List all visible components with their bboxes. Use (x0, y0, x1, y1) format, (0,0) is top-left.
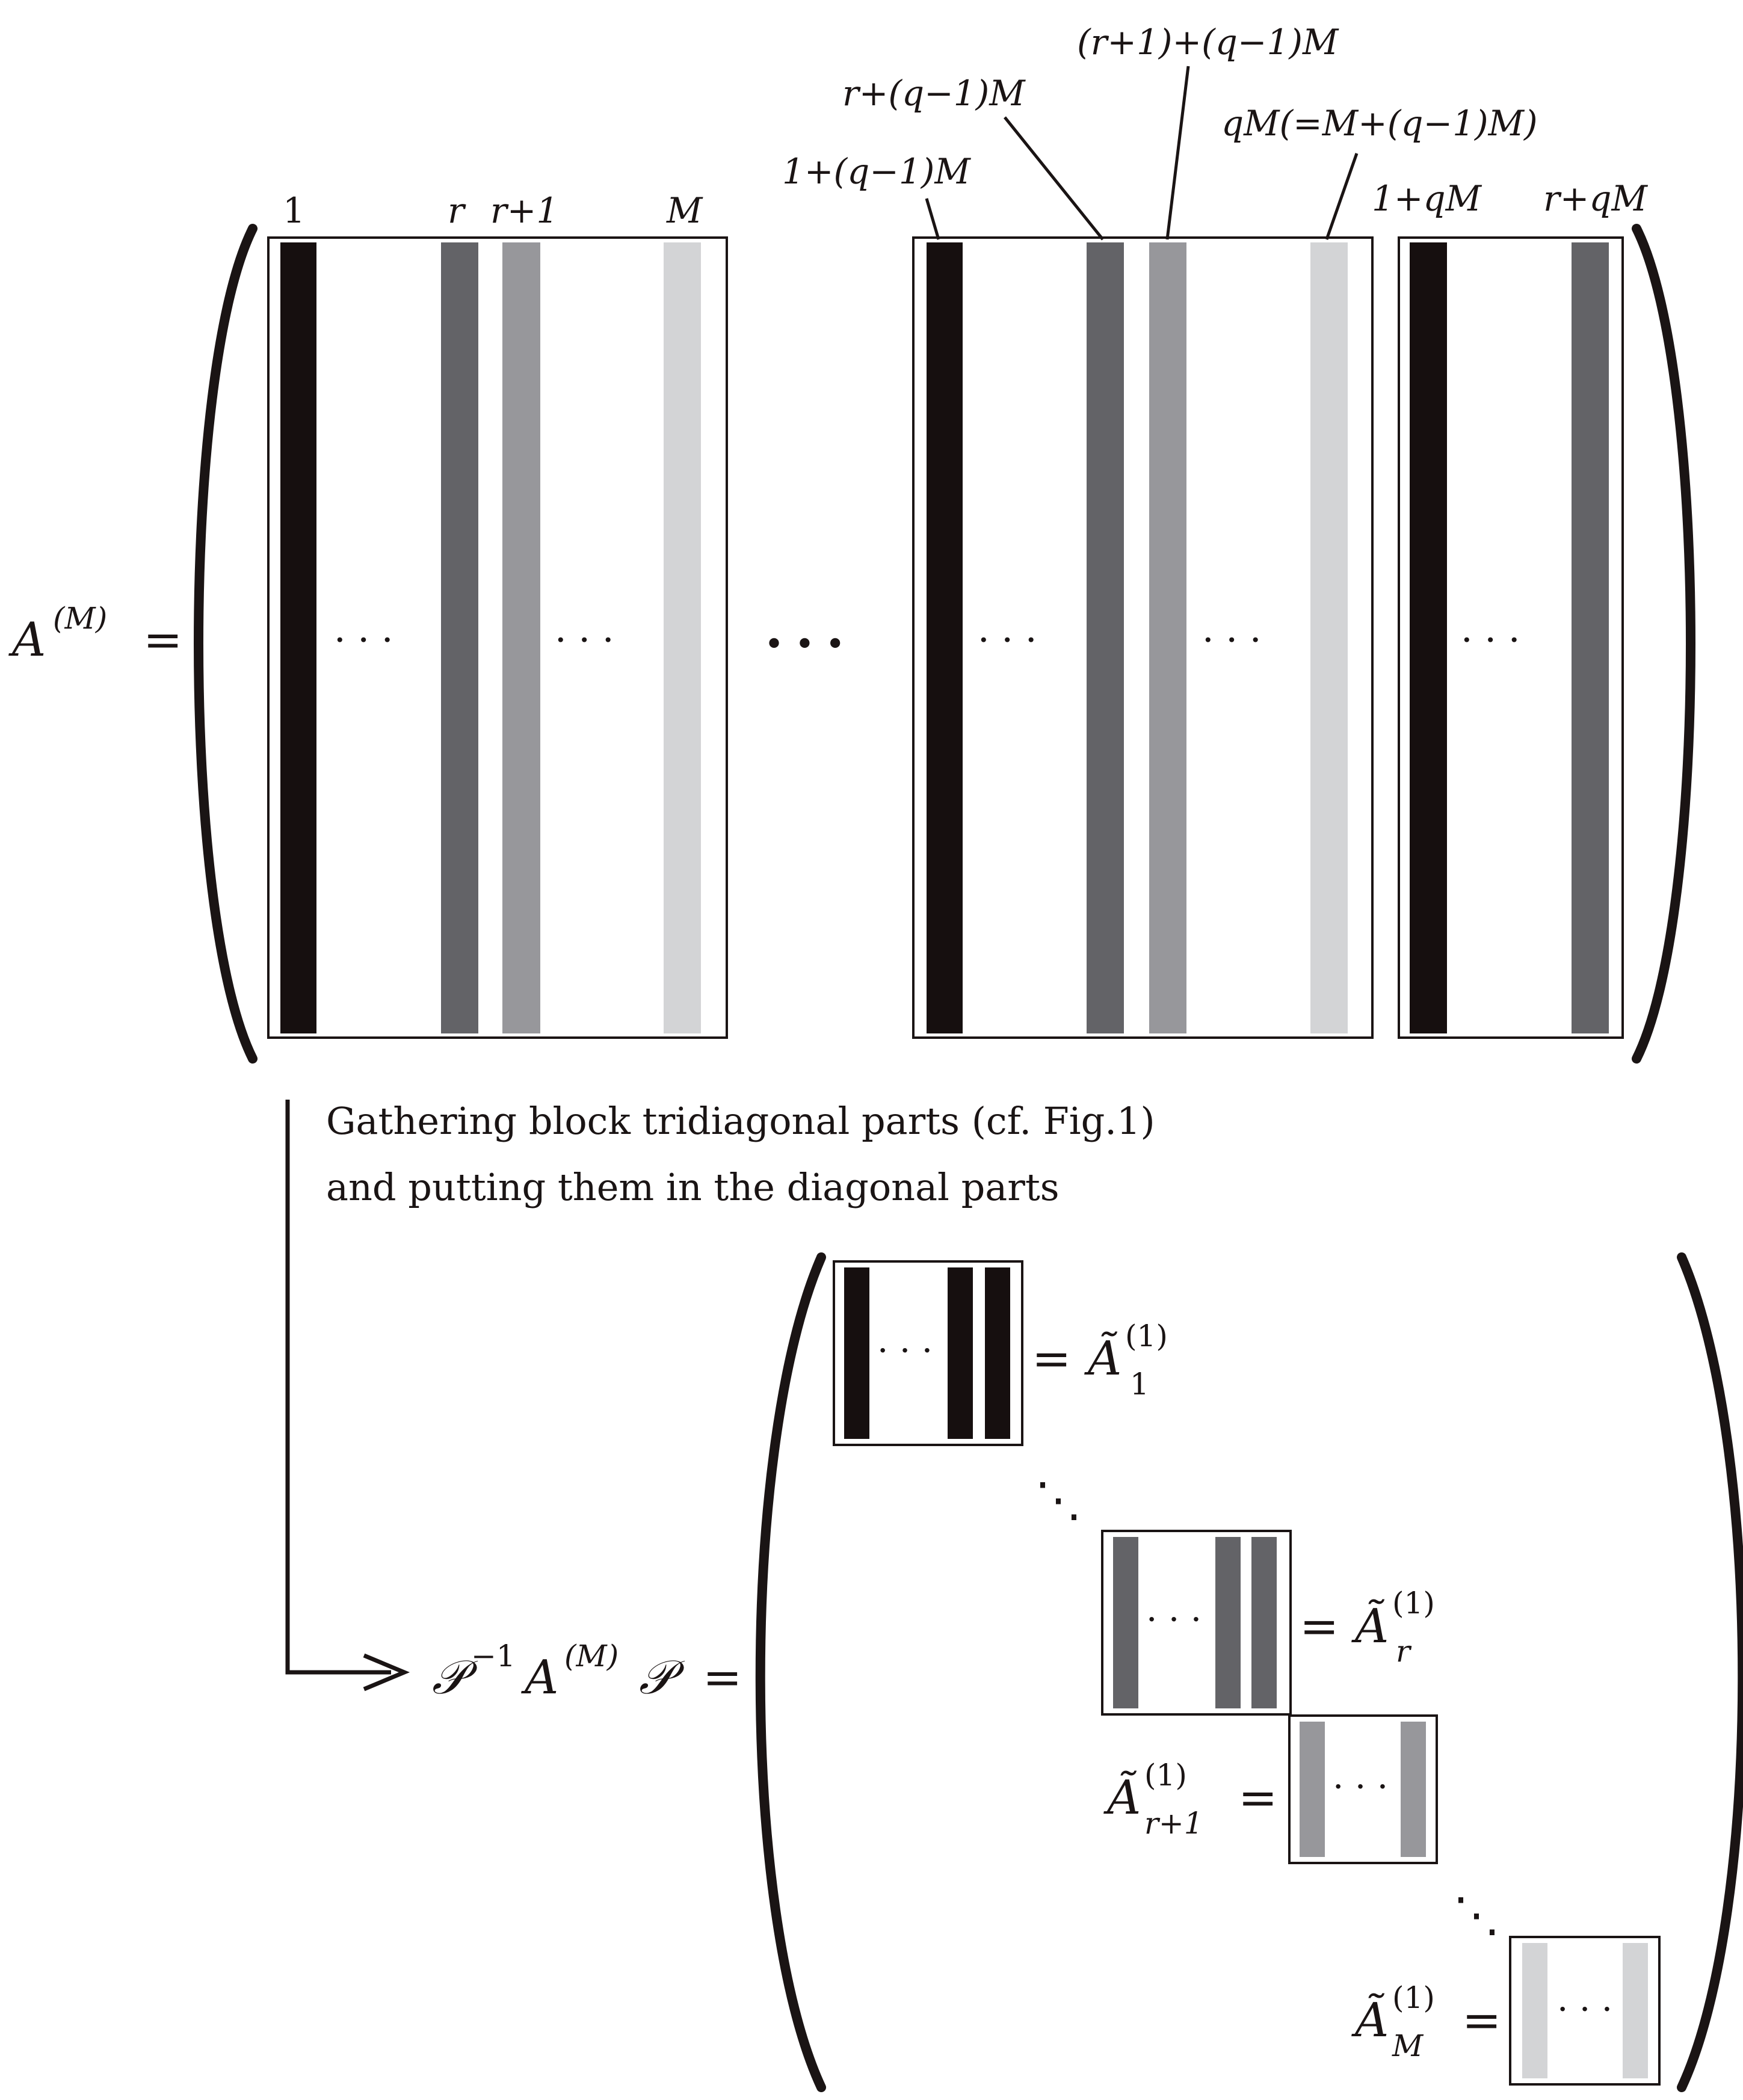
block-am-band-1 (1522, 1943, 1547, 2078)
block-ar-band-2 (1215, 1537, 1241, 1708)
block-a1-sub: 1 (1130, 1367, 1149, 1402)
band-col-1q (927, 242, 963, 1033)
band-col-rqM (1572, 242, 1609, 1033)
block-a1-frame (833, 1260, 1023, 1446)
block-am-base: Ã (1351, 1992, 1389, 2048)
col-label-r1q: (r+1)+(q−1)M (1077, 22, 1339, 63)
block-a1-dots: · · · (877, 1330, 933, 1371)
block-a1-band-2 (948, 1267, 973, 1439)
block-a1-base: Ã (1084, 1331, 1121, 1386)
top-block-q: · · · · · · (912, 236, 1374, 1039)
caption-line-2: and putting them in the diagonal parts (326, 1165, 1060, 1209)
top-block-q-frame (912, 236, 1374, 1039)
col-label-1qM: 1+qM (1372, 178, 1482, 219)
block-am-frame (1509, 1936, 1661, 2086)
top-block-1-dots-a: · · · (334, 618, 393, 662)
col-label-qM: qM(=M+(q−1)M) (1221, 103, 1538, 144)
bottom-lhs-label: 𝒫 −1 A (M) 𝒫 = (432, 1639, 742, 1705)
block-ar1-band-2 (1401, 1722, 1426, 1857)
leader-1q (925, 198, 940, 240)
col-label-r1: r+1 (490, 190, 558, 231)
top-right-paren (1632, 224, 1695, 1064)
band-col-M (664, 242, 701, 1033)
block-ar-dots: · · · (1146, 1599, 1202, 1640)
leader-r1q (1165, 66, 1190, 240)
bottom-lhs-pinv: −1 (471, 1639, 516, 1674)
band-col-r1q (1149, 242, 1186, 1033)
top-block-q1-dots: · · · (1461, 618, 1520, 662)
leader-qM (1325, 153, 1359, 240)
block-a1: · · · = Ã (1) 1 (833, 1260, 1168, 1446)
block-a1-band-1 (844, 1267, 869, 1439)
top-block-q-dots-b: · · · (1202, 618, 1262, 662)
bottom-right-paren (1677, 1252, 1743, 2092)
block-ar-band-1 (1113, 1537, 1138, 1708)
block-ar-base: Ã (1351, 1598, 1389, 1654)
block-ar1-dots: · · · (1333, 1766, 1388, 1807)
block-ar1: · · · Ã (1) r+1 = (1103, 1714, 1438, 1864)
bottom-lhs-p2: 𝒫 (639, 1651, 685, 1705)
block-ar-eq: = (1300, 1600, 1339, 1654)
col-label-r: r (448, 190, 466, 231)
col-label-rq: r+(q−1)M (842, 73, 1026, 114)
block-ar-sup: (1) (1392, 1586, 1435, 1621)
caption-line-1: Gathering block tridiagonal parts (cf. F… (326, 1099, 1155, 1143)
top-between-dots: • • • (764, 625, 845, 664)
block-ar1-sup: (1) (1144, 1758, 1187, 1793)
col-label-1q: 1+(q−1)M (782, 151, 971, 192)
top-lhs-base: A (8, 613, 46, 667)
block-ar1-sub: r+1 (1144, 1806, 1203, 1841)
top-block-q1-frame (1398, 236, 1624, 1039)
top-left-paren (194, 224, 258, 1064)
diag-dots-2: ⋱ (1453, 1888, 1500, 1942)
band-col-1qM (1410, 242, 1447, 1033)
block-ar1-eq: = (1238, 1771, 1277, 1825)
block-am: · · · Ã (1) M = (1351, 1936, 1661, 2086)
block-ar1-band-1 (1300, 1722, 1325, 1857)
band-col-qM (1310, 242, 1348, 1033)
top-block-1-frame (267, 236, 728, 1039)
top-lhs-sup: (M) (53, 601, 107, 636)
block-a1-band-3 (985, 1267, 1010, 1439)
block-ar-sub: r (1396, 1634, 1412, 1669)
block-a1-sup: (1) (1125, 1319, 1168, 1353)
gather-arrow-head (363, 1653, 410, 1692)
block-am-dots: · · · (1557, 1989, 1612, 2030)
bottom-lhs-eq: = (703, 1651, 742, 1705)
top-block-1-dots-b: · · · (555, 618, 614, 662)
col-label-rqM: r+qM (1543, 178, 1648, 219)
block-ar: · · · = Ã (1) r (1101, 1530, 1435, 1716)
bottom-left-paren (755, 1252, 826, 2092)
gather-arrow-line (285, 1100, 391, 1675)
block-ar-frame (1101, 1530, 1292, 1716)
block-am-eq: = (1462, 1994, 1501, 2048)
block-a1-eq: = (1032, 1332, 1071, 1386)
block-am-sup: (1) (1392, 1980, 1435, 2015)
block-am-band-2 (1623, 1943, 1648, 2078)
band-col-rq (1087, 242, 1124, 1033)
band-col-r1 (502, 242, 540, 1033)
leader-rq (1004, 116, 1104, 241)
top-block-1: · · · · · · (267, 236, 728, 1039)
block-ar1-base: Ã (1103, 1770, 1141, 1825)
block-am-sub: M (1392, 2028, 1424, 2063)
band-col-1 (280, 242, 316, 1033)
band-col-r (441, 242, 478, 1033)
bottom-lhs-asup: (M) (564, 1639, 619, 1674)
top-lhs-eq: = (143, 613, 182, 667)
top-block-q1: · · · (1398, 236, 1624, 1039)
col-label-M: M (666, 190, 703, 231)
diag-dots-1: ⋱ (1035, 1473, 1082, 1527)
top-lhs-label: A (M) = (8, 601, 182, 667)
block-ar1-frame (1288, 1714, 1438, 1864)
col-label-1: 1 (283, 190, 305, 231)
bottom-lhs-a: A (521, 1651, 558, 1705)
block-ar-band-3 (1251, 1537, 1277, 1708)
top-block-q-dots-a: · · · (978, 618, 1037, 662)
